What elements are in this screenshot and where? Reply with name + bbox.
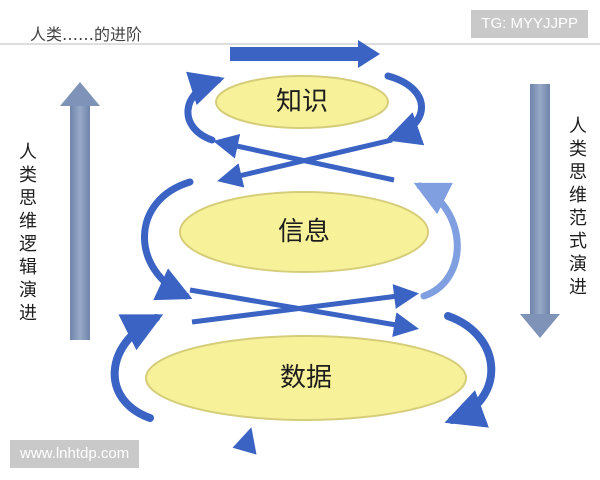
top-arrow: [230, 40, 380, 68]
right-label-text: 人类思维范式演进: [569, 116, 587, 298]
left-up-arrow: [60, 82, 100, 340]
information-right-cycle-arrow: [413, 182, 461, 300]
node-data-label: 数据: [280, 363, 332, 393]
right-down-arrow: [520, 84, 560, 338]
right-label-paradigm-evolution: 人类思维范式演进: [569, 116, 587, 298]
data-bottom-arrow: [232, 427, 257, 455]
node-information-label: 信息: [278, 217, 330, 247]
node-knowledge: 知识: [215, 75, 389, 129]
information-left-cycle-arrow: [141, 178, 194, 301]
knowledge-left-cycle-arrow: [184, 71, 225, 144]
data-left-cycle-arrow: [110, 314, 164, 422]
watermark-bottom-left: www.lnhtdp.com: [10, 440, 140, 468]
watermark-top-right: TG: MYYJJPP: [471, 10, 588, 38]
left-label-logic-evolution: 人类思维逻辑演进: [19, 142, 37, 324]
node-knowledge-label: 知识: [276, 87, 328, 117]
node-data: 数据: [145, 335, 467, 421]
node-information: 信息: [179, 191, 429, 273]
top-partial-text: 人类……的进阶: [30, 25, 142, 44]
cross-arrow-lower-b: [191, 284, 419, 325]
knowledge-right-cycle-arrow: [384, 72, 425, 146]
data-right-cycle-arrow: [444, 312, 496, 428]
cross-arrow-upper-b: [217, 137, 393, 188]
left-label-text: 人类思维逻辑演进: [19, 142, 37, 324]
